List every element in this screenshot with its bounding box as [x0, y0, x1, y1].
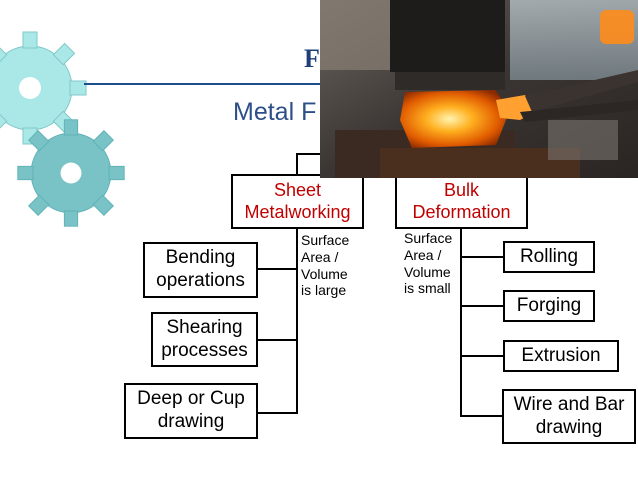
- connector: [296, 228, 298, 414]
- process-extrusion: Extrusion: [503, 340, 619, 372]
- gear-icon: [0, 31, 87, 145]
- connector: [296, 153, 298, 176]
- forging-photo: [320, 0, 638, 178]
- process-label: Extrusion: [521, 344, 601, 366]
- title-rule: [84, 83, 324, 85]
- category-label: Bulk Deformation: [412, 179, 511, 222]
- connector: [460, 256, 504, 258]
- connector: [460, 228, 462, 417]
- category-label: Sheet Metalworking: [244, 179, 351, 222]
- process-label: Forging: [516, 294, 582, 316]
- gear-icon: [17, 119, 125, 227]
- sheet-note: Surface Area / Volume is large: [301, 232, 350, 299]
- process-bending: Bending operations: [143, 242, 258, 298]
- bulk-note: Surface Area / Volume is small: [404, 230, 453, 297]
- connector: [258, 268, 298, 270]
- process-label: Wire and Bar drawing: [513, 393, 625, 438]
- connector: [460, 305, 504, 307]
- connector: [460, 355, 504, 357]
- process-deep-drawing: Deep or Cup drawing: [124, 383, 258, 439]
- process-label: Deep or Cup drawing: [137, 388, 245, 432]
- connector: [258, 339, 298, 341]
- category-sheet-metalworking: Sheet Metalworking: [231, 174, 364, 229]
- connector: [258, 412, 298, 414]
- page-title: F: [304, 44, 320, 73]
- process-label: Rolling: [519, 245, 579, 267]
- process-rolling: Rolling: [503, 241, 595, 273]
- process-forging: Forging: [503, 290, 595, 322]
- connector: [460, 415, 504, 417]
- process-label: Bending operations: [156, 247, 245, 291]
- page-subtitle: Metal F: [233, 98, 317, 126]
- process-shearing: Shearing processes: [151, 312, 258, 367]
- category-bulk-deformation: Bulk Deformation: [395, 174, 528, 229]
- process-label: Shearing processes: [161, 316, 248, 361]
- process-wire-bar-drawing: Wire and Bar drawing: [502, 389, 636, 444]
